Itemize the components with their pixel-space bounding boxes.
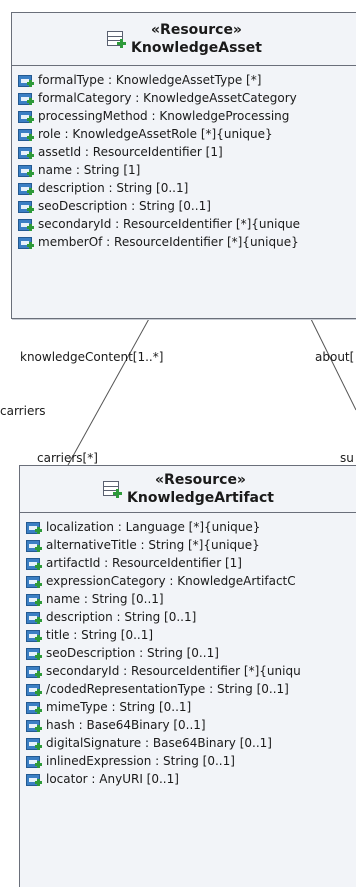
stereotype-label: «Resource» (155, 472, 246, 488)
attribute-icon (18, 128, 34, 141)
attribute-row[interactable]: description : String [0..1] (26, 608, 356, 626)
attribute-icon (26, 683, 42, 696)
attribute-icon (18, 110, 34, 123)
attribute-row[interactable]: memberOf : ResourceIdentifier [*]{unique… (18, 233, 356, 251)
attribute-text: localization : Language [*]{unique} (46, 520, 261, 534)
knowledge-artifact-class[interactable]: «Resource» KnowledgeArtifact localizatio… (19, 465, 356, 887)
attribute-icon (26, 557, 42, 570)
class-icon (103, 479, 123, 499)
knowledge-artifact-header: «Resource» KnowledgeArtifact (20, 466, 356, 513)
attribute-list: formalType : KnowledgeAssetType [*] forma… (12, 66, 356, 251)
class-name: KnowledgeArtifact (127, 490, 274, 506)
attribute-icon (26, 539, 42, 552)
attribute-text: seoDescription : String [0..1] (38, 199, 211, 213)
attribute-icon (26, 755, 42, 768)
attribute-text: name : String [0..1] (46, 592, 164, 606)
attribute-text: description : String [0..1] (38, 181, 189, 195)
attribute-text: /codedRepresentationType : String [0..1] (46, 682, 289, 696)
attribute-row[interactable]: formalCategory : KnowledgeAssetCategory (18, 89, 356, 107)
carriers-association-line (67, 316, 151, 466)
attribute-text: formalType : KnowledgeAssetType [*] (38, 73, 262, 87)
carriers-role-label: carriers (0, 404, 46, 418)
attribute-icon (18, 74, 34, 87)
attribute-icon (18, 92, 34, 105)
attribute-icon (26, 737, 42, 750)
attribute-text: alternativeTitle : String [*]{unique} (46, 538, 260, 552)
attribute-row[interactable]: seoDescription : String [0..1] (18, 197, 356, 215)
attribute-row[interactable]: processingMethod : KnowledgeProcessing (18, 107, 356, 125)
attribute-row[interactable]: locator : AnyURI [0..1] (26, 770, 356, 788)
attribute-icon (26, 575, 42, 588)
attribute-row[interactable]: name : String [1] (18, 161, 356, 179)
attribute-icon (18, 200, 34, 213)
about-association-line (309, 316, 356, 411)
attribute-text: seoDescription : String [0..1] (46, 646, 219, 660)
carriers-multiplicity-label: carriers[*] (37, 451, 98, 465)
attribute-icon (26, 611, 42, 624)
attribute-row[interactable]: artifactId : ResourceIdentifier [1] (26, 554, 356, 572)
attribute-row[interactable]: localization : Language [*]{unique} (26, 518, 356, 536)
attribute-icon (26, 665, 42, 678)
attribute-icon (18, 236, 34, 249)
attribute-text: role : KnowledgeAssetRole [*]{unique} (38, 127, 273, 141)
attribute-row[interactable]: title : String [0..1] (26, 626, 356, 644)
attribute-list: localization : Language [*]{unique} alter… (20, 513, 356, 788)
attribute-row[interactable]: /codedRepresentationType : String [0..1] (26, 680, 356, 698)
knowledge-asset-class[interactable]: «Resource» KnowledgeAsset formalType : K… (11, 12, 356, 319)
attribute-row[interactable]: formalType : KnowledgeAssetType [*] (18, 71, 356, 89)
attribute-text: title : String [0..1] (46, 628, 154, 642)
knowledge-content-label: knowledgeContent[1..*] (20, 350, 164, 364)
attribute-text: memberOf : ResourceIdentifier [*]{unique… (38, 235, 299, 249)
su-label: su (340, 451, 354, 465)
attribute-row[interactable]: seoDescription : String [0..1] (26, 644, 356, 662)
attribute-icon (26, 647, 42, 660)
attribute-text: hash : Base64Binary [0..1] (46, 718, 206, 732)
attribute-text: assetId : ResourceIdentifier [1] (38, 145, 223, 159)
attribute-icon (18, 164, 34, 177)
attribute-row[interactable]: role : KnowledgeAssetRole [*]{unique} (18, 125, 356, 143)
attribute-text: artifactId : ResourceIdentifier [1] (46, 556, 242, 570)
attribute-text: inlinedExpression : String [0..1] (46, 754, 235, 768)
attribute-text: secondaryId : ResourceIdentifier [*]{uni… (46, 664, 301, 678)
attribute-icon (26, 701, 42, 714)
attribute-icon (26, 719, 42, 732)
class-icon (107, 29, 127, 49)
attribute-row[interactable]: name : String [0..1] (26, 590, 356, 608)
attribute-row[interactable]: hash : Base64Binary [0..1] (26, 716, 356, 734)
attribute-icon (18, 182, 34, 195)
attribute-row[interactable]: secondaryId : ResourceIdentifier [*]{uni… (18, 215, 356, 233)
attribute-text: digitalSignature : Base64Binary [0..1] (46, 736, 272, 750)
attribute-row[interactable]: mimeType : String [0..1] (26, 698, 356, 716)
attribute-row[interactable]: digitalSignature : Base64Binary [0..1] (26, 734, 356, 752)
attribute-icon (26, 629, 42, 642)
knowledge-asset-header: «Resource» KnowledgeAsset (12, 13, 356, 66)
attribute-row[interactable]: description : String [0..1] (18, 179, 356, 197)
attribute-text: locator : AnyURI [0..1] (46, 772, 179, 786)
attribute-icon (18, 218, 34, 231)
attribute-icon (26, 773, 42, 786)
attribute-text: processingMethod : KnowledgeProcessing (38, 109, 290, 123)
attribute-icon (18, 146, 34, 159)
attribute-icon (26, 521, 42, 534)
attribute-row[interactable]: secondaryId : ResourceIdentifier [*]{uni… (26, 662, 356, 680)
about-label: about[ (315, 350, 355, 364)
attribute-text: description : String [0..1] (46, 610, 197, 624)
attribute-text: mimeType : String [0..1] (46, 700, 192, 714)
attribute-text: secondaryId : ResourceIdentifier [*]{uni… (38, 217, 301, 231)
attribute-text: formalCategory : KnowledgeAssetCategory (38, 91, 297, 105)
attribute-text: name : String [1] (38, 163, 141, 177)
attribute-row[interactable]: assetId : ResourceIdentifier [1] (18, 143, 356, 161)
stereotype-label: «Resource» (151, 22, 242, 38)
attribute-row[interactable]: expressionCategory : KnowledgeArtifactC (26, 572, 356, 590)
class-name: KnowledgeAsset (131, 40, 262, 56)
attribute-row[interactable]: alternativeTitle : String [*]{unique} (26, 536, 356, 554)
attribute-text: expressionCategory : KnowledgeArtifactC (46, 574, 296, 588)
attribute-row[interactable]: inlinedExpression : String [0..1] (26, 752, 356, 770)
attribute-icon (26, 593, 42, 606)
